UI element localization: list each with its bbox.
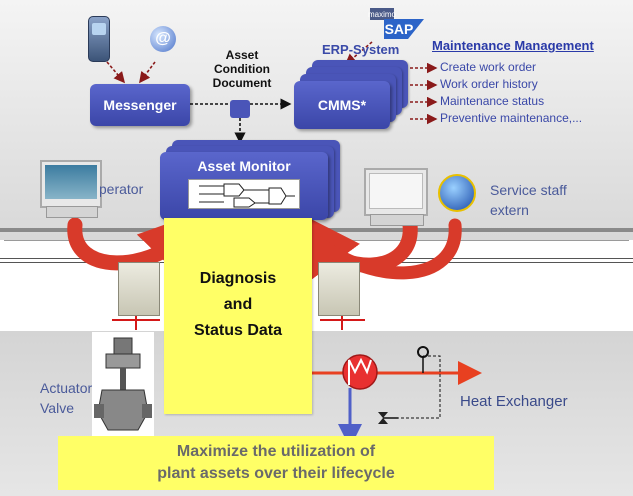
- maintenance-item: Work order history: [440, 77, 538, 91]
- erp-system-label: ERP-System: [322, 42, 400, 57]
- maintenance-item: Maintenance status: [440, 94, 545, 108]
- asset-condition-document-label: Asset Condition Document: [212, 48, 272, 90]
- asset-monitor-box: Asset Monitor: [160, 152, 328, 220]
- controller-left-icon: [118, 262, 160, 316]
- diagnosis-panel: Diagnosis and Status Data: [164, 218, 312, 414]
- phone-link: [106, 61, 126, 84]
- diagnosis-line: Diagnosis: [199, 270, 277, 287]
- maintenance-list: Create work order Work order history Mai…: [440, 60, 582, 125]
- sap-link: [344, 41, 373, 66]
- logic-diagram-icon: [188, 179, 300, 209]
- email-icon: @: [150, 26, 176, 52]
- service-workstation-icon: [364, 168, 428, 216]
- keyboard-icon: [46, 206, 98, 218]
- diagnosis-line: and: [223, 296, 253, 313]
- controller-right-icon: [318, 262, 360, 316]
- mobile-phone-icon: [88, 16, 110, 62]
- maintenance-management-title: Maintenance Management: [432, 38, 594, 53]
- heat-exchanger-label: Heat Exchanger: [460, 393, 568, 410]
- operator-label: Operator: [100, 181, 144, 197]
- asset-monitor-title: Asset Monitor: [197, 158, 291, 174]
- actuator-valve-image: [92, 332, 154, 436]
- messenger-box: Messenger: [90, 84, 190, 126]
- service-arrow-right: [298, 218, 462, 280]
- lifecycle-banner: Maximize the utilization of plant assets…: [58, 436, 494, 490]
- document-icon: [230, 100, 250, 118]
- actuator-valve-label: Actuator Valve: [40, 380, 93, 416]
- maintenance-item: Preventive maintenance,...: [440, 111, 583, 125]
- service-staff-label: Service staff extern: [490, 182, 567, 218]
- keyboard-icon: [370, 214, 424, 226]
- maintenance-item: Create work order: [440, 60, 537, 74]
- globe-icon: [438, 174, 476, 212]
- maximo-logo: maximo: [368, 8, 397, 20]
- sensor-symbol: [417, 346, 429, 358]
- cmms-box: CMMS*: [294, 81, 390, 129]
- operator-workstation-icon: [40, 160, 102, 208]
- diagnosis-line: Status Data: [193, 322, 283, 339]
- email-link: [139, 61, 156, 84]
